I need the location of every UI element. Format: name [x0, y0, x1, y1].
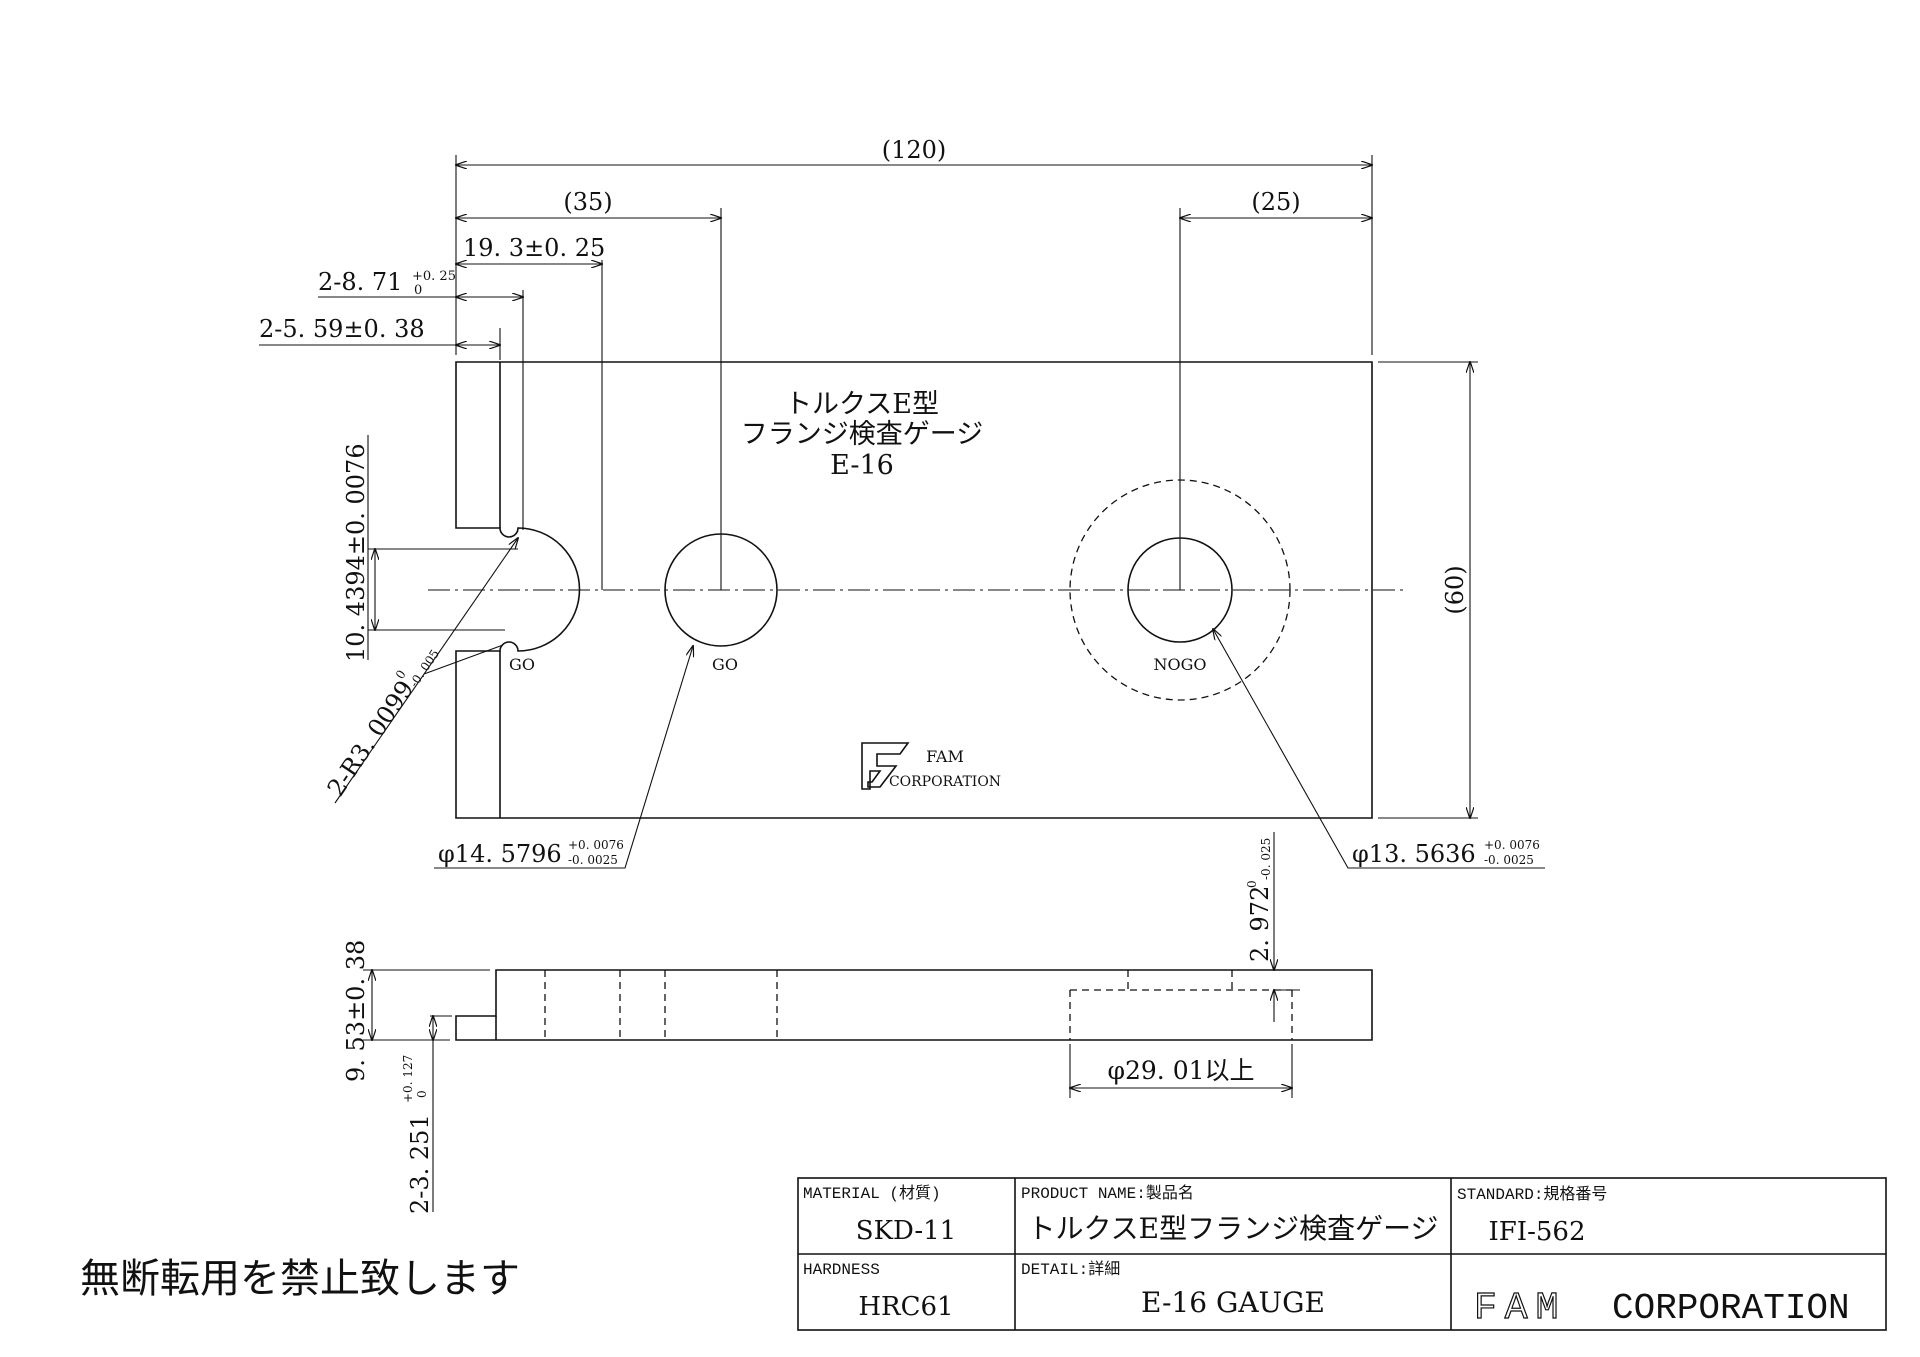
top-dimensions: (120) (35) (25) 19. 3±0. 25 2-8. 71 +0. … — [259, 136, 1545, 869]
dim-10-4394-label: 10. 4394±0. 0076 — [342, 443, 370, 662]
dim-9-53-label: 9. 53±0. 38 — [342, 940, 370, 1082]
copy-notice: 無断転用を禁止致します — [80, 1256, 520, 1302]
part-label-line3: E-16 — [830, 450, 894, 481]
phi14-leader — [434, 646, 693, 869]
dim-2-972-tol-lower: -0. 025 — [1259, 838, 1273, 880]
dim-phi13-tol-lower: -0. 0025 — [1484, 853, 1534, 867]
detail-label: DETAIL:詳細 — [1021, 1260, 1120, 1279]
dim-r3-tol-lower: -0. 005 — [407, 647, 442, 690]
dim-phi29-label: φ29. 01以上 — [1107, 1056, 1254, 1085]
dim-3-251-label: 2-3. 251 — [406, 1114, 434, 1214]
hardness-label: HARDNESS — [803, 1261, 880, 1279]
side-view — [455, 969, 1373, 1041]
dim-8-71-tol-upper: +0. 25 — [412, 269, 456, 284]
hardness-value: HRC61 — [858, 1292, 953, 1322]
nogo-label: NOGO — [1153, 655, 1206, 674]
dim-60-label: (60) — [1441, 565, 1469, 614]
top-view: トルクスE型 フランジ検査ゲージ E-16 GO GO NOGO FAM COR… — [428, 361, 1404, 819]
company-corporation: CORPORATION — [1612, 1288, 1850, 1329]
dim-35-label: (35) — [563, 188, 612, 216]
go-label-mid: GO — [712, 655, 738, 674]
go-label-left: GO — [509, 655, 535, 674]
material-label: MATERIAL (材質) — [803, 1184, 941, 1203]
material-value: SKD-11 — [856, 1216, 956, 1246]
logo-fam-text: FAM — [926, 747, 964, 766]
r3-leader-b — [423, 644, 504, 675]
standard-label: STANDARD:規格番号 — [1457, 1185, 1607, 1204]
fam-logo-icon — [861, 742, 910, 790]
dim-phi14-label: φ14. 5796 — [438, 840, 562, 868]
part-label-line1: トルクスE型 — [785, 389, 939, 420]
dim-phi14-tol-upper: +0. 0076 — [568, 838, 624, 852]
dim-2-972-label: 2. 972 — [1246, 886, 1274, 962]
detail-value: E-16 GAUGE — [1141, 1286, 1325, 1319]
dim-phi14-tol-lower: -0. 0025 — [568, 853, 618, 867]
dim-5-59-label: 2-5. 59±0. 38 — [259, 315, 425, 343]
dim-8-71-tol-lower: 0 — [414, 283, 422, 298]
standard-value: IFI-562 — [1489, 1217, 1586, 1247]
dim-25-label: (25) — [1251, 188, 1300, 216]
r3-leader — [334, 538, 518, 804]
dim-3-251-tol-upper: +0. 127 — [401, 1055, 415, 1103]
dim-3-251-tol-lower: 0 — [415, 1090, 429, 1098]
product-label: PRODUCT NAME:製品名 — [1021, 1184, 1194, 1203]
fam-logo: FAM CORPORATION — [861, 742, 1001, 790]
part-label-line2: フランジ検査ゲージ — [741, 419, 983, 450]
side-dimensions: 9. 53±0. 38 2-3. 251 +0. 127 0 2. 972 0 … — [342, 832, 1300, 1214]
logo-corporation-text: CORPORATION — [889, 774, 1001, 790]
title-block: MATERIAL (材質) SKD-11 PRODUCT NAME:製品名 トル… — [797, 1177, 1887, 1331]
product-value: トルクスE型フランジ検査ゲージ — [1027, 1212, 1438, 1245]
dim-120-label: (120) — [882, 136, 947, 164]
dim-r3-label: 2-R3. 0099 — [322, 675, 420, 801]
dim-8-71-label: 2-8. 71 — [318, 268, 402, 296]
dim-phi13-label: φ13. 5636 — [1352, 840, 1476, 868]
dim-phi13-tol-upper: +0. 0076 — [1484, 838, 1540, 852]
phi13-leader — [1213, 629, 1545, 869]
gauge-outline — [455, 361, 1373, 819]
side-outline — [455, 969, 1373, 1041]
dim-19-3-label: 19. 3±0. 25 — [463, 234, 605, 262]
dim-2-972-tol-upper: 0 — [1245, 880, 1259, 888]
company-fam: FAM — [1474, 1287, 1566, 1330]
